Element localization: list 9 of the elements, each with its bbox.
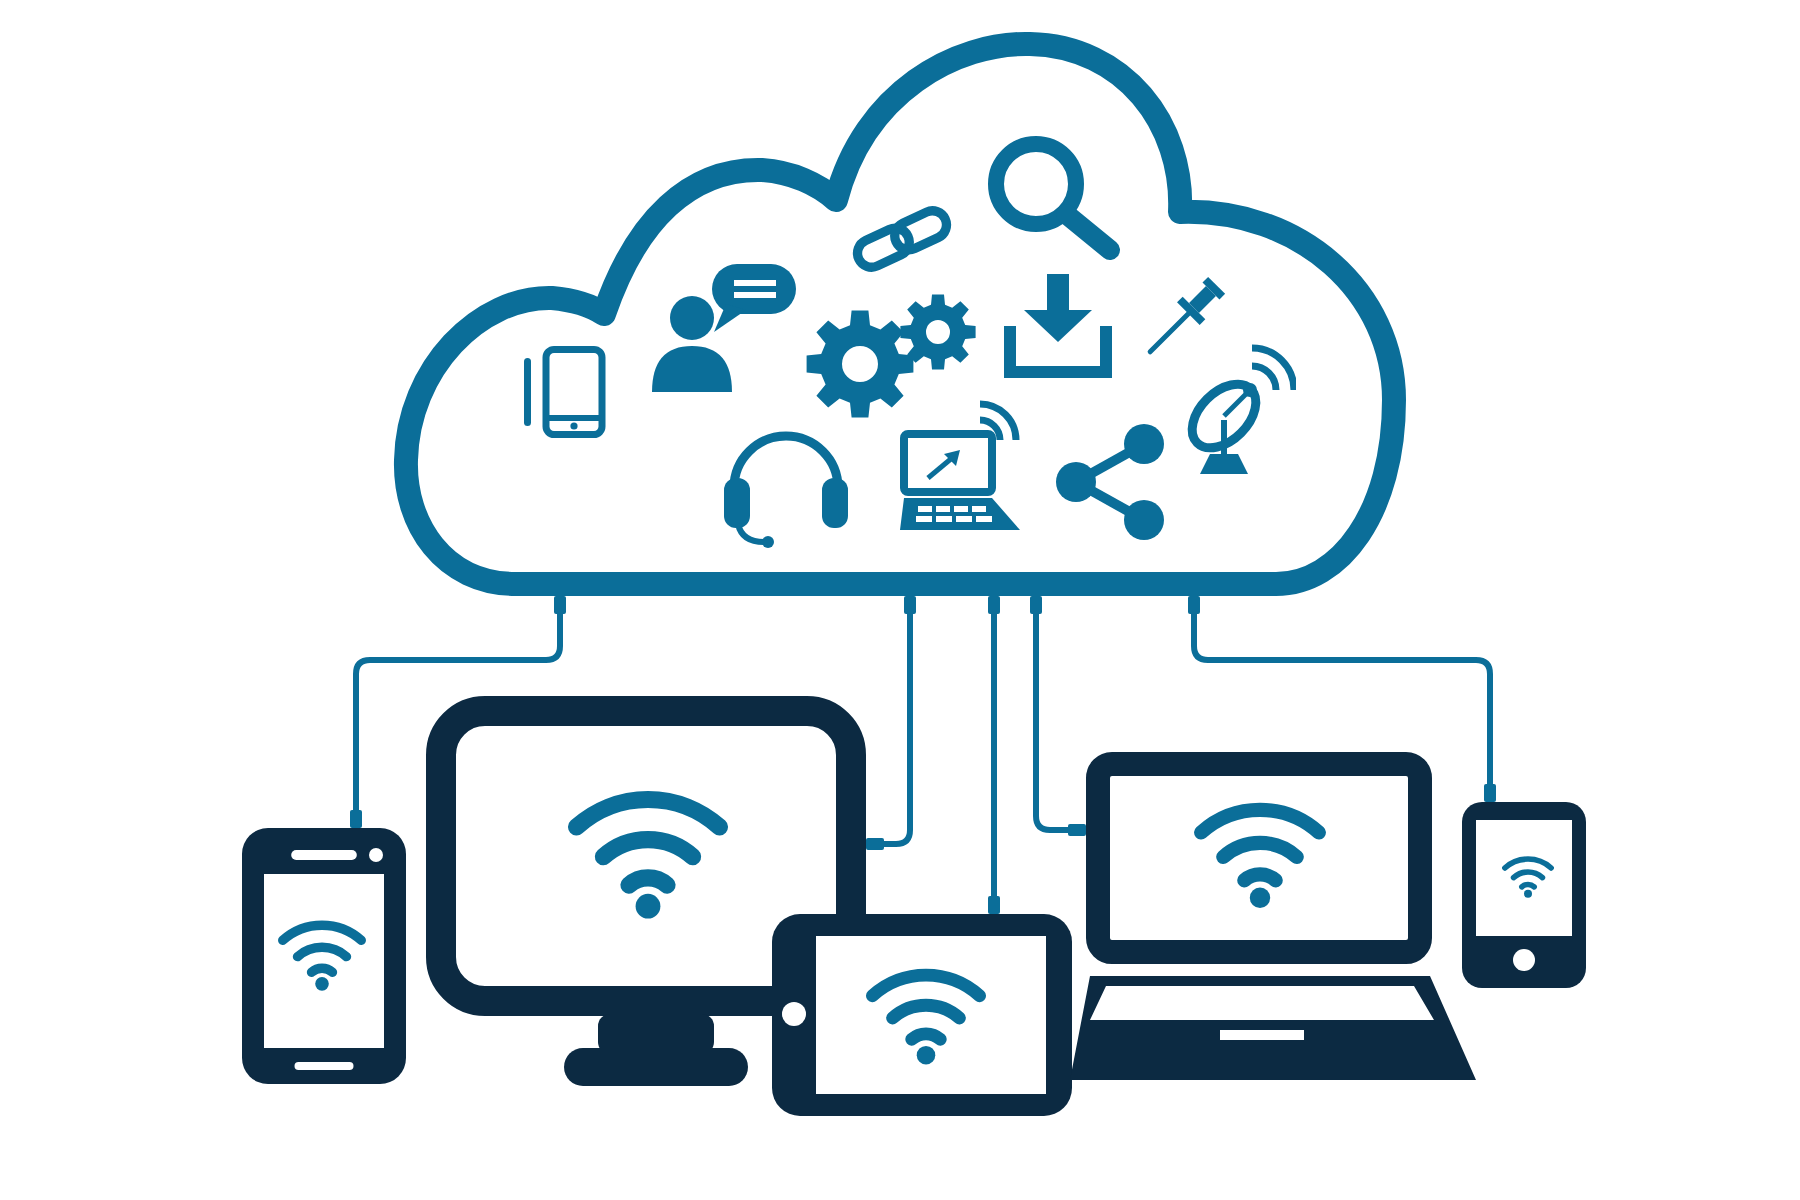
cable-line [1030,596,1086,836]
tablet [772,914,1072,1116]
smartphone [1462,802,1586,988]
laptop [1070,752,1476,1080]
smartphone [242,828,406,1084]
cloud-shape [392,30,1408,596]
cable-line [866,596,916,850]
cable-line [1188,596,1496,802]
cable-line [988,596,1000,914]
